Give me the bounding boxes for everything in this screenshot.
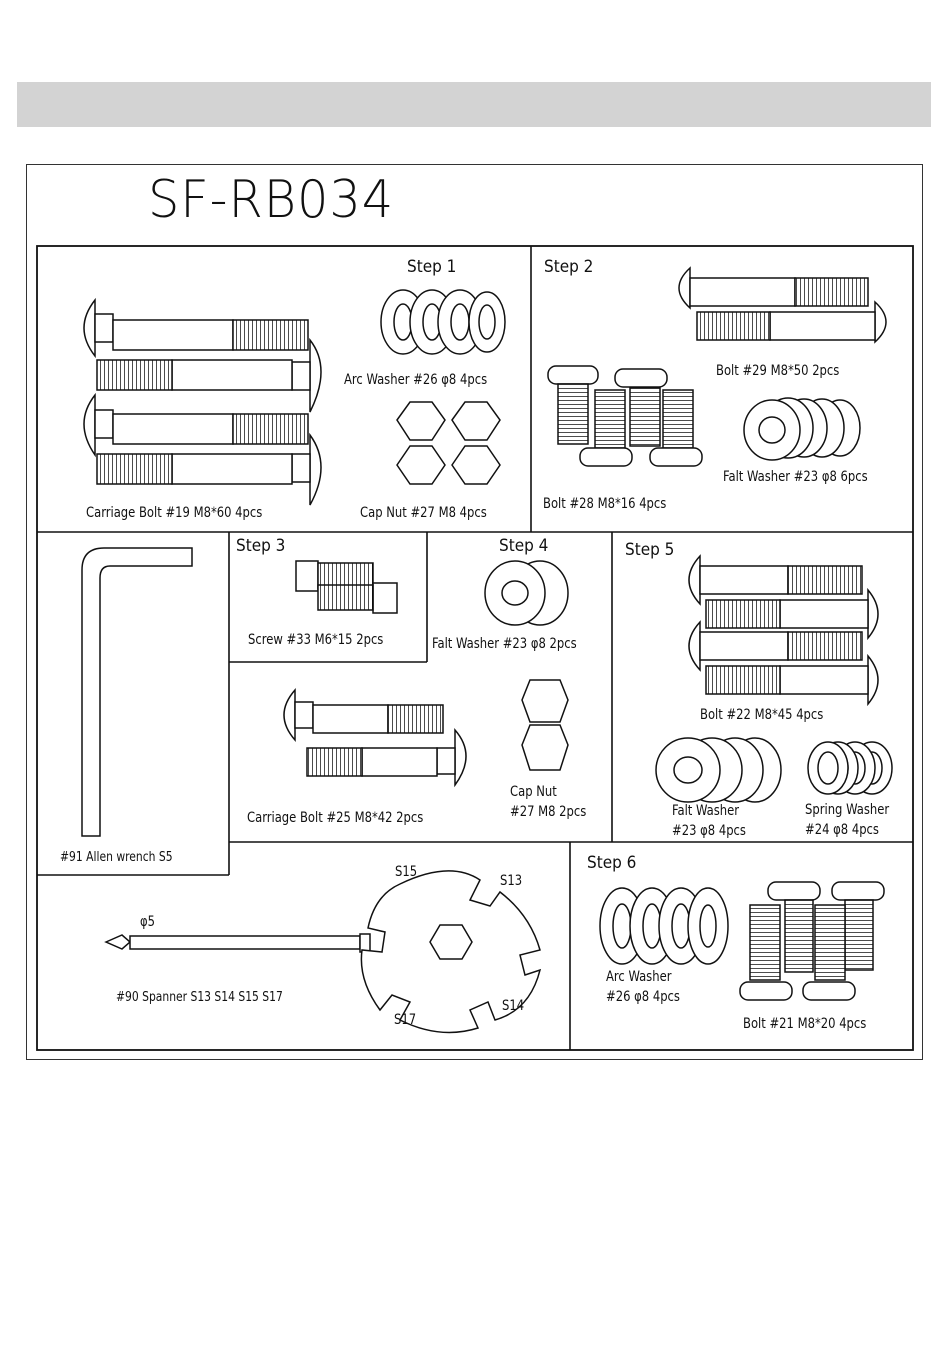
falt-washer-23-2-icon xyxy=(484,560,569,626)
bolt-21-label: Bolt #21 M8*20 4pcs xyxy=(743,1016,867,1032)
falt-washer-23-4-label-line2: #23 φ8 4pcs xyxy=(672,823,746,839)
spanner-s15-label: S15 xyxy=(395,864,418,880)
bolt-28-label: Bolt #28 M8*16 4pcs xyxy=(543,496,667,512)
cap-nut-27-2-label-line2: #27 M8 2pcs xyxy=(510,804,587,820)
falt-washer-23-4-icon xyxy=(655,737,782,803)
spanner-s14-label: S14 xyxy=(502,998,525,1014)
carriage-bolt-19-icon xyxy=(83,297,322,506)
falt-washer-23-2-label: Falt Washer #23 φ8 2pcs xyxy=(432,636,577,652)
spring-washer-24-label-line2: #24 φ8 4pcs xyxy=(805,822,879,838)
arc-washer-26-6-icon xyxy=(599,887,729,965)
bolt-29-label: Bolt #29 M8*50 2pcs xyxy=(716,363,840,379)
arc-washer-26-icon xyxy=(380,289,506,355)
falt-washer-23-label: Falt Washer #23 φ8 6pcs xyxy=(723,469,868,485)
arc-washer-26-label: Arc Washer #26 φ8 4pcs xyxy=(344,372,488,388)
header-bar xyxy=(17,82,931,127)
cap-nut-27-2-label-line1: Cap Nut xyxy=(510,784,557,800)
bolt-21-icon xyxy=(739,881,885,1001)
spanner-s17-label: S17 xyxy=(394,1012,417,1028)
step-6-label: Step 6 xyxy=(587,853,637,873)
falt-washer-23-4-label-line1: Falt Washer xyxy=(672,803,740,819)
cap-nut-27-icon xyxy=(396,401,501,485)
step-3-label: Step 3 xyxy=(236,536,286,556)
cap-nut-27-label: Cap Nut #27 M8 4pcs xyxy=(360,505,487,521)
carriage-bolt-25-icon xyxy=(283,688,467,788)
allen-wrench-91-icon xyxy=(81,547,193,837)
screw-33-label: Screw #33 M6*15 2pcs xyxy=(248,632,384,648)
parts-frame xyxy=(26,164,923,1060)
spring-washer-24-label-line1: Spring Washer xyxy=(805,802,890,818)
arc-washer-26-6-label-line1: Arc Washer xyxy=(606,969,672,985)
cap-nut-27-2-icon xyxy=(521,679,569,771)
carriage-bolt-19-label: Carriage Bolt #19 M8*60 4pcs xyxy=(86,505,263,521)
step-1-label: Step 1 xyxy=(407,257,457,277)
screw-33-icon xyxy=(295,560,398,614)
step-4-label: Step 4 xyxy=(499,536,549,556)
carriage-bolt-25-label: Carriage Bolt #25 M8*42 2pcs xyxy=(247,810,424,826)
allen-wrench-91-label: #91 Allen wrench S5 xyxy=(60,850,173,865)
arc-washer-26-6-label-line2: #26 φ8 4pcs xyxy=(606,989,680,1005)
spanner-s13-label: S13 xyxy=(500,873,523,889)
bolt-29-icon xyxy=(678,266,887,344)
step-2-label: Step 2 xyxy=(544,257,594,277)
spanner-90-label: #90 Spanner S13 S14 S15 S17 xyxy=(116,990,283,1005)
falt-washer-23-icon xyxy=(743,397,861,461)
bolt-22-label: Bolt #22 M8*45 4pcs xyxy=(700,707,824,723)
bolt-22-icon xyxy=(688,554,879,707)
spanner-phi5-label: φ5 xyxy=(140,914,156,930)
bolt-28-icon xyxy=(547,365,703,467)
model-number: SF-RB034 xyxy=(148,170,395,230)
spanner-90-icon xyxy=(104,870,542,1034)
spring-washer-24-icon xyxy=(807,741,893,795)
step-5-label: Step 5 xyxy=(625,540,675,560)
